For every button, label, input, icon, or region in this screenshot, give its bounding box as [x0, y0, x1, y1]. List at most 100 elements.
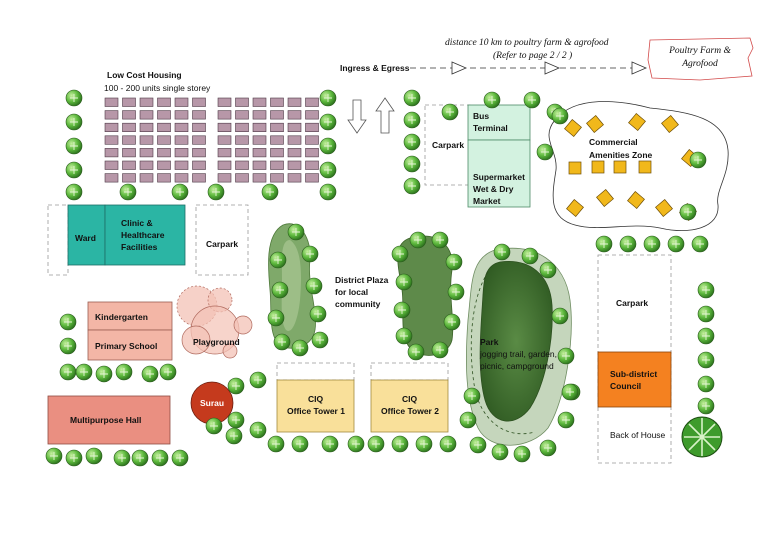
housing-unit: [157, 122, 171, 132]
tree-icon: [319, 137, 337, 155]
ingress-label: Ingress & Egress: [340, 63, 410, 73]
housing-unit: [217, 160, 232, 170]
housing-unit: [305, 160, 319, 170]
tree-icon: [319, 113, 337, 131]
housing-unit: [192, 148, 206, 158]
housing-units: [104, 97, 319, 183]
tree-icon: [249, 371, 267, 389]
housing-unit: [235, 110, 249, 120]
tree-icon: [523, 91, 541, 109]
playground-circle: [233, 315, 253, 335]
housing-unit: [174, 97, 189, 107]
tree-icon: [131, 449, 149, 467]
housing-unit: [104, 135, 119, 145]
tree-icon: [311, 331, 329, 349]
commercial-unit: [627, 191, 645, 209]
carpark-west-label: Carpark: [206, 239, 238, 249]
tree-icon: [305, 277, 323, 295]
tree-icon: [697, 351, 715, 369]
arrow-head-1: [451, 61, 468, 75]
carpark-central-label: Carpark: [432, 140, 464, 150]
market-block: [467, 139, 531, 208]
tree-icon: [463, 387, 481, 405]
housing-unit: [270, 110, 284, 120]
ciq-tower-2: [370, 379, 449, 433]
tree-icon: [539, 261, 557, 279]
tree-icon: [403, 111, 421, 129]
housing-unit: [235, 160, 249, 170]
arrow-head-3: [631, 61, 648, 75]
tree-icon: [171, 449, 189, 467]
commercial-unit: [568, 161, 582, 175]
tree-icon: [141, 365, 159, 383]
housing-unit: [122, 110, 136, 120]
tree-icon: [697, 375, 715, 393]
tree-icon: [443, 313, 461, 331]
kindergarten-block: [87, 301, 173, 331]
tree-icon: [391, 245, 409, 263]
ciq-tower-1: [276, 379, 355, 433]
housing-unit: [235, 135, 249, 145]
commercial-unit: [613, 160, 627, 174]
tree-icon: [59, 337, 77, 355]
housing-unit: [270, 160, 284, 170]
housing-unit: [157, 160, 171, 170]
tree-icon: [261, 183, 279, 201]
tree-icon: [207, 183, 225, 201]
housing-unit: [139, 122, 154, 132]
tree-icon: [65, 161, 83, 179]
housing-unit: [122, 160, 136, 170]
housing-unit: [122, 173, 136, 183]
housing-unit: [270, 122, 284, 132]
housing-unit: [252, 148, 267, 158]
housing-unit: [287, 97, 302, 107]
ciq1-label-2: Office Tower 1: [287, 406, 345, 416]
tree-icon: [557, 411, 575, 429]
ward-dashed-wing: [47, 204, 69, 276]
commercial-unit: [661, 115, 679, 133]
park-label-2: jogging trail, garden,: [479, 349, 557, 359]
housing-subtitle: 100 - 200 units single storey: [104, 83, 211, 93]
refer-note: (Refer to page 2 / 2 ): [493, 50, 572, 61]
housing-unit: [139, 97, 154, 107]
tree-icon: [301, 245, 319, 263]
arrow-head-2: [544, 61, 561, 75]
tree-icon: [395, 327, 413, 345]
tree-icon: [595, 235, 613, 253]
tree-icon: [643, 235, 661, 253]
tree-icon: [291, 435, 309, 453]
housing-unit: [157, 148, 171, 158]
tree-icon: [697, 281, 715, 299]
housing-unit: [104, 122, 119, 132]
housing-unit: [217, 148, 232, 158]
tree-icon: [159, 363, 177, 381]
tree-icon: [249, 421, 267, 439]
housing-unit: [192, 173, 206, 183]
arrow-down-icon: [347, 99, 367, 134]
housing-unit: [270, 97, 284, 107]
bus-terminal-block: [467, 104, 531, 141]
housing-unit: [139, 135, 154, 145]
housing-unit: [235, 97, 249, 107]
tree-icon: [403, 177, 421, 195]
tree-icon: [291, 339, 309, 357]
bus-label-2: Terminal: [473, 123, 508, 133]
tree-icon: [459, 411, 477, 429]
plaza-label-2: for local: [335, 287, 368, 297]
distance-note: distance 10 km to poultry farm & agrofoo…: [445, 37, 609, 48]
council-label-2: Council: [610, 381, 641, 391]
tree-icon: [65, 89, 83, 107]
tree-icon: [441, 103, 459, 121]
tree-icon: [431, 341, 449, 359]
tree-icon: [319, 161, 337, 179]
housing-unit: [192, 97, 206, 107]
tree-icon: [65, 449, 83, 467]
tree-icon: [447, 283, 465, 301]
tree-icon: [65, 113, 83, 131]
tree-icon: [409, 231, 427, 249]
park-label-1: Park: [480, 337, 499, 347]
primary-label: Primary School: [95, 341, 157, 351]
housing-unit: [287, 110, 302, 120]
tree-icon: [439, 435, 457, 453]
tree-icon: [697, 327, 715, 345]
